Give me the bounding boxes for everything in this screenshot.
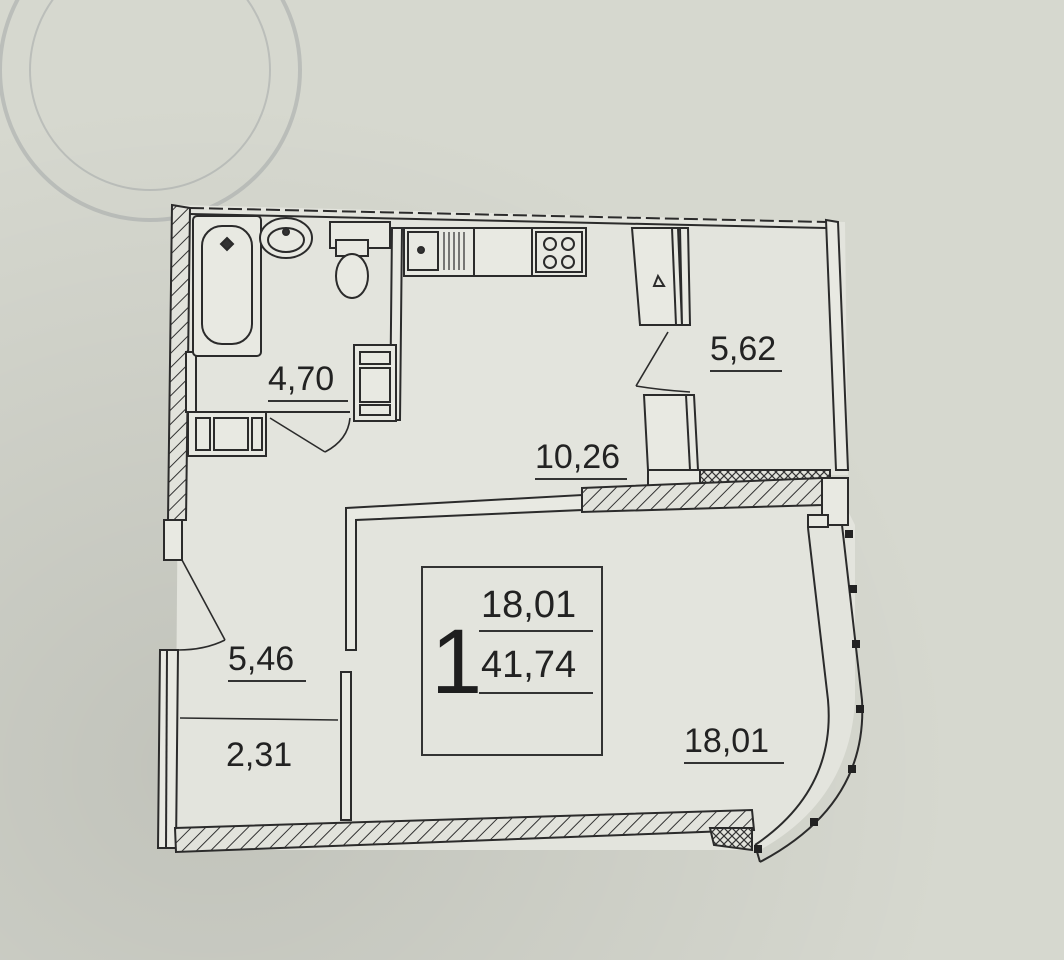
- bathroom-sink: [259, 217, 313, 259]
- kitchen-counter: [403, 227, 587, 277]
- outer-walls: [156, 203, 850, 854]
- bathroom-cabinets: [187, 344, 397, 457]
- entrance-door: [177, 559, 226, 651]
- living-room-partition: [345, 476, 849, 651]
- rooms-count: 1: [431, 611, 483, 713]
- vent-shaft: [630, 227, 684, 326]
- apartment-summary-box: 1 18,01 41,74: [421, 566, 603, 756]
- summary-divider: [479, 630, 593, 632]
- bathroom-door: [269, 417, 351, 453]
- summary-underline: [479, 692, 593, 694]
- bathroom-area-label: 4,70: [268, 362, 348, 402]
- storage-area-label: 2,31: [226, 736, 293, 774]
- bay-window-mullions: [754, 530, 864, 853]
- total-area-value: 41,74: [481, 644, 577, 686]
- storage-walls: [179, 671, 352, 821]
- stamp: [0, 0, 302, 222]
- bathtub: [192, 215, 262, 357]
- wardrobe-door: [635, 331, 691, 393]
- living-area-value: 18,01: [481, 584, 577, 626]
- toilet: [329, 221, 391, 299]
- hallway-area-label: 5,46: [228, 642, 306, 682]
- wardrobe-area-label: 5,62: [710, 332, 782, 372]
- balcony-corner: [708, 827, 753, 852]
- living-room-area-label: 18,01: [684, 724, 784, 764]
- kitchen-area-label: 10,26: [535, 440, 627, 480]
